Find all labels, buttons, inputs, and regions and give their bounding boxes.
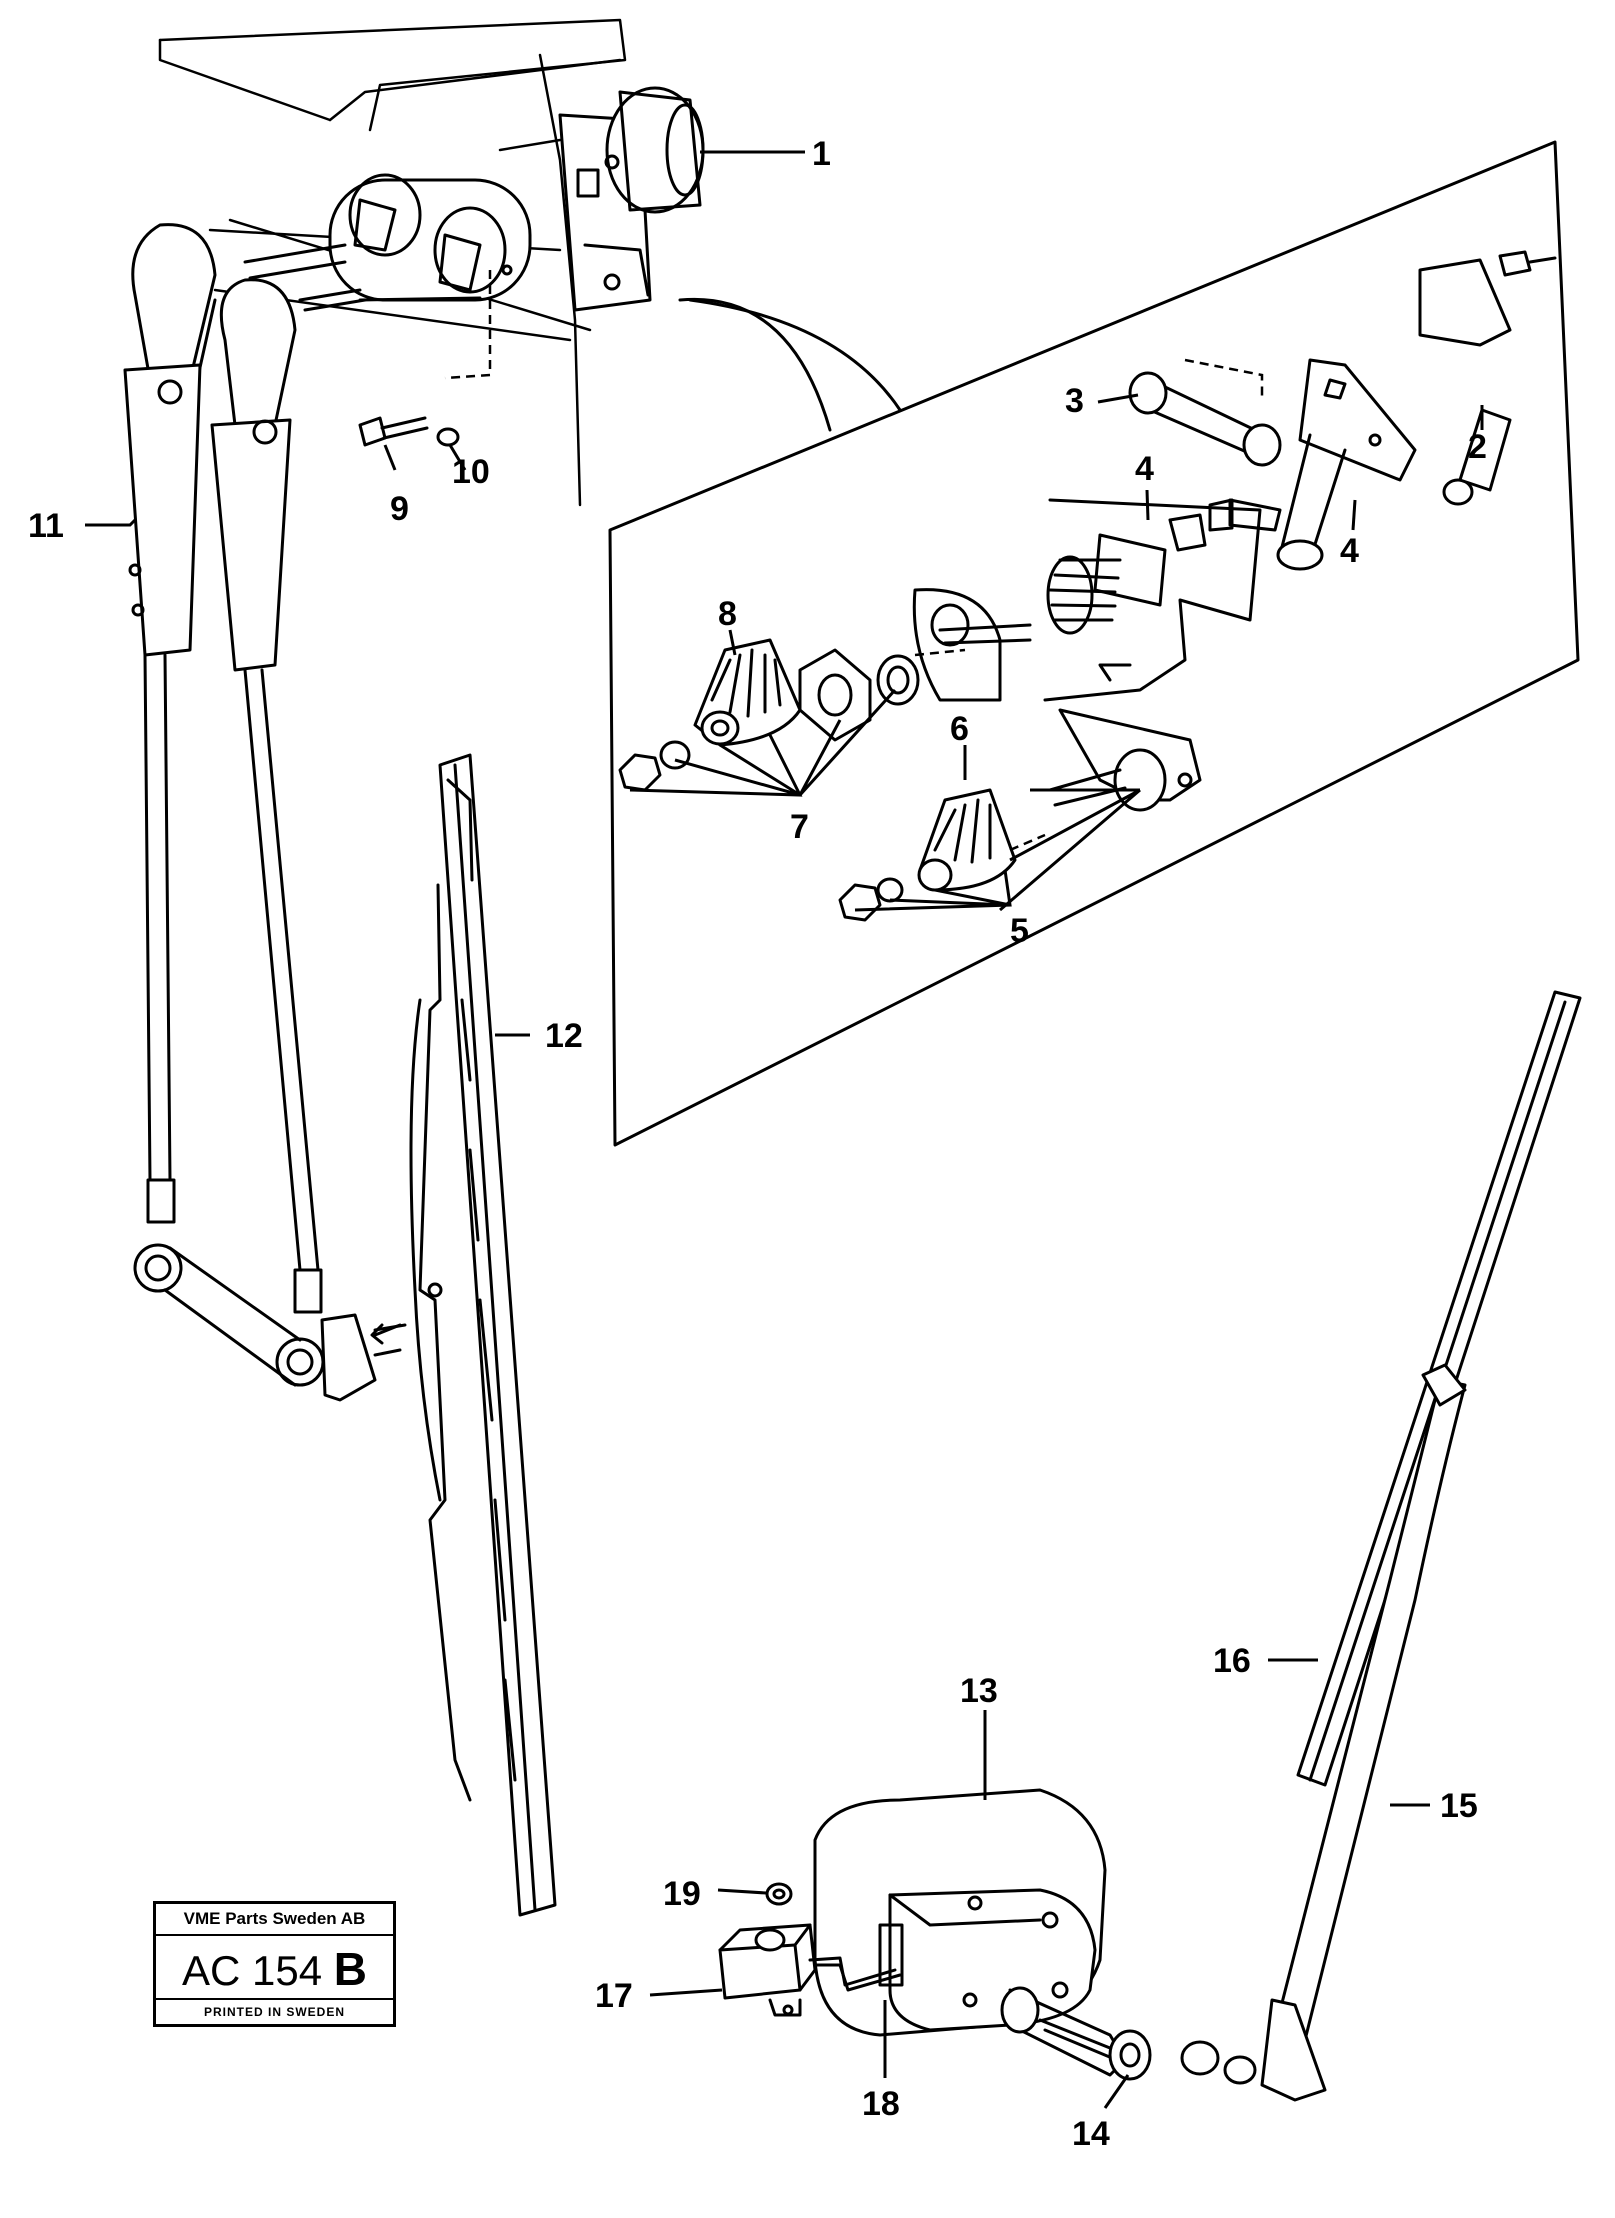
- callout-7: 7: [790, 808, 809, 846]
- callout-13: 13: [960, 1672, 998, 1710]
- callout-6: 6: [950, 710, 969, 748]
- callout-4a: 4: [1135, 450, 1154, 488]
- callout-14: 14: [1072, 2115, 1110, 2153]
- stamp-code: AC 154: [182, 1947, 323, 1994]
- stamp-code-row: AC 154 B: [156, 1936, 393, 2002]
- callout-11: 11: [28, 507, 64, 545]
- callout-10: 10: [452, 453, 490, 491]
- spindle-housing-upper: [243, 173, 532, 312]
- cone-nut-set-lower: [838, 708, 1202, 922]
- stamp-company: VME Parts Sweden AB: [156, 1904, 393, 1936]
- callout-3: 3: [1065, 382, 1084, 420]
- wiper-arm-pair: [123, 223, 407, 1402]
- wiper-motor-upper: [558, 86, 705, 312]
- stamp-revision: B: [333, 1943, 367, 1995]
- callout-18: 18: [862, 2085, 900, 2123]
- link-bar: [1128, 371, 1282, 467]
- callout-16: 16: [1213, 1642, 1251, 1680]
- rear-wiper-motor: [813, 1788, 1152, 2081]
- assembly-dashes: [444, 270, 1264, 852]
- rear-wiper-arm: [1180, 990, 1582, 2102]
- screw-and-washer: [358, 416, 460, 447]
- callout-5: 5: [1010, 912, 1029, 950]
- callout-9: 9: [390, 490, 409, 528]
- callout-1: 1: [812, 135, 831, 173]
- crank-lever: [1418, 250, 1557, 506]
- crank-spindle: [1208, 358, 1417, 571]
- callout-8: 8: [718, 595, 737, 633]
- wiper-blade: [370, 753, 557, 1917]
- callout-2: 2: [1468, 428, 1487, 466]
- leader-lines: [85, 150, 1484, 2109]
- callout-15: 15: [1440, 1787, 1478, 1825]
- callout-labels: 1 2 3 4 4 5 6 7 8 9 10 11 12 13 14 15 16…: [28, 135, 1487, 2153]
- callout-17: 17: [595, 1977, 633, 2015]
- callout-4b: 4: [1340, 532, 1359, 570]
- callout-19: 19: [663, 1875, 701, 1913]
- title-stamp: VME Parts Sweden AB AC 154 B PRINTED IN …: [153, 1901, 396, 2027]
- bushing-housing: [912, 498, 1262, 702]
- stamp-printed: PRINTED IN SWEDEN: [156, 1998, 393, 2024]
- callout-12: 12: [545, 1017, 583, 1055]
- rear-motor-wiring: [718, 1882, 902, 2017]
- cone-nut-set-upper: [618, 638, 920, 792]
